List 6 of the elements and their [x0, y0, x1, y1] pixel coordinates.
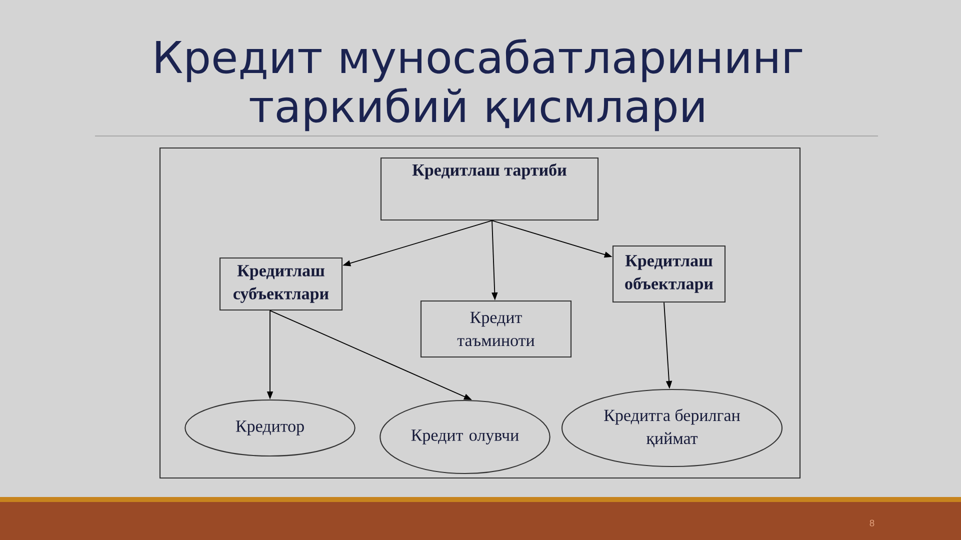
title: Кредит муносабатларининг таркибий қисмлари	[156, 38, 802, 132]
text-box: Кредит таъминоти	[420, 300, 572, 358]
text-box: Кредитлаш объектлари	[612, 245, 726, 303]
page-number: 8	[870, 520, 874, 526]
text-box: Кредитлаш субъектлари	[219, 257, 343, 311]
text-box: Кредитлаш тартиби	[380, 157, 599, 221]
